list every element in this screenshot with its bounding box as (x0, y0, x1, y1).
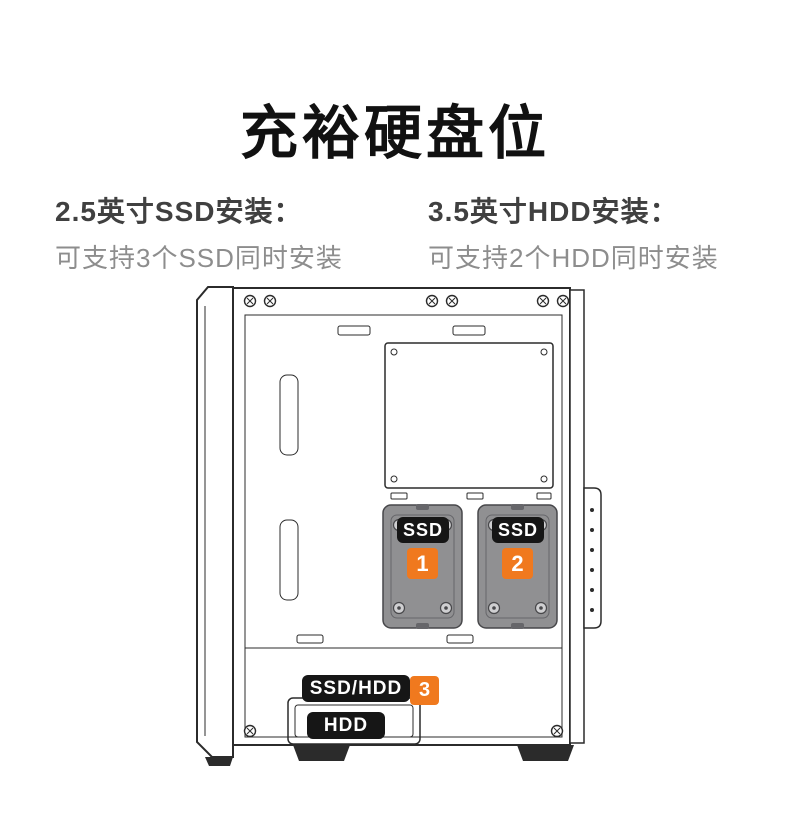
hdd-description: 可支持2个HDD同时安装 (428, 243, 719, 273)
panel-screws (243, 294, 570, 738)
case-feet (293, 745, 574, 761)
hdd-info-column: 3.5英寸HDD安装： 可支持2个HDD同时安装 (428, 190, 719, 275)
rear-panel (569, 289, 602, 744)
ssd-info-column: 2.5英寸SSD安装： 可支持3个SSD同时安装 (55, 190, 343, 275)
case-illustration: SSD 1 SSD 2 SSD/HDD 3 HDD (185, 278, 605, 770)
ssd-description: 可支持3个SSD同时安装 (55, 243, 343, 273)
ssd-heading: 2.5英寸SSD安装： (55, 196, 303, 227)
hdd-heading: 3.5英寸HDD安装： (428, 196, 679, 227)
front-bezel (196, 286, 234, 766)
ssd-tray-2-label: SSD (492, 517, 544, 543)
psu-shroud (245, 634, 562, 649)
combo-bay-label: SSD/HDD (302, 675, 410, 702)
ssd-tray-1-number-badge: 1 (407, 548, 438, 579)
hdd-bay-label: HDD (307, 712, 385, 739)
combo-bay-number-badge: 3 (410, 676, 439, 705)
ssd-tray-1-label: SSD (397, 517, 449, 543)
page-title: 充裕硬盘位 (239, 101, 550, 166)
cable-grommets (279, 325, 552, 601)
motherboard-window (384, 342, 554, 489)
ssd-tray-2-number-badge: 2 (502, 548, 533, 579)
